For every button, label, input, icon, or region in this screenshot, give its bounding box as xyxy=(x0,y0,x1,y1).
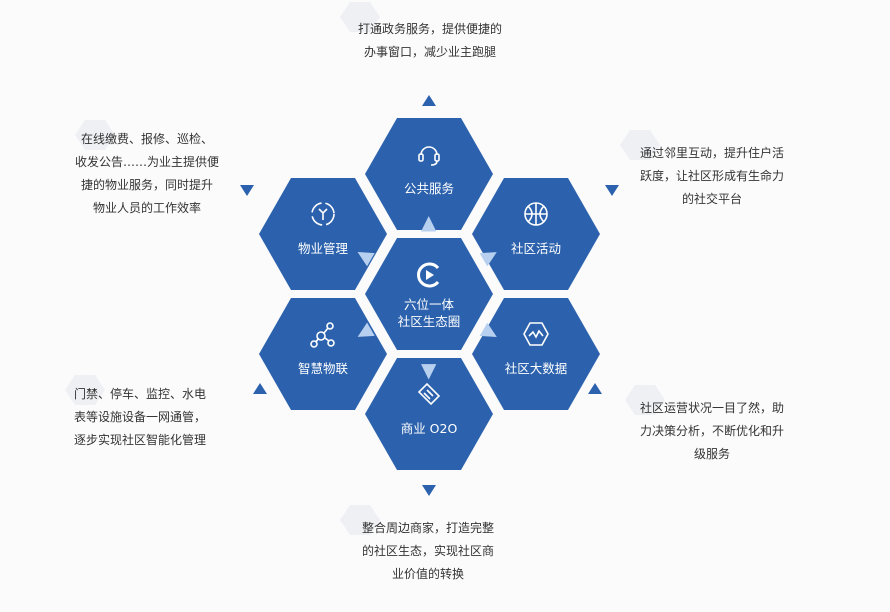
wrench-icon xyxy=(259,200,387,230)
desc-line: 整合周边商家，打造完整 xyxy=(361,521,494,535)
pointer-triangle-icon xyxy=(253,383,267,394)
desc-line: 逐步实现社区智能化管理 xyxy=(73,433,206,447)
pointer-triangle-icon xyxy=(422,95,436,106)
headset-icon xyxy=(365,140,493,170)
description-bottom: 整合周边商家，打造完整 的社区生态，实现社区商 业价值的转换 xyxy=(343,517,513,586)
decor-hex xyxy=(625,385,665,415)
desc-line: 通过邻里互动，提升住户活 xyxy=(639,146,784,160)
desc-line: 物业人员的工作效率 xyxy=(92,201,201,215)
description-upper-left: 在线缴费、报修、巡检、 收发公告……为业主提供便 捷的物业服务，同时提升 物业人… xyxy=(62,128,232,220)
chart-hex-icon xyxy=(472,320,600,350)
desc-line: 门禁、停车、监控、水电 xyxy=(73,387,206,401)
desc-line: 办事窗口，减少业主跑腿 xyxy=(363,45,496,59)
desc-line: 表等设施设备一网通管， xyxy=(73,410,206,424)
hex-label: 智慧物联 xyxy=(297,361,348,376)
pointer-triangle-icon xyxy=(422,485,436,496)
center-title-line1: 六位一体 xyxy=(403,297,454,312)
arrow-down-icon: ▼ xyxy=(421,358,437,382)
desc-line: 收发公告……为业主提供便 xyxy=(74,155,219,169)
decor-hex xyxy=(620,130,660,160)
description-top: 打通政务服务，提供便捷的 办事窗口，减少业主跑腿 xyxy=(320,18,540,64)
desc-line: 力决策分析，不断优化和升 xyxy=(639,424,784,438)
pointer-triangle-icon xyxy=(605,185,619,196)
desc-line: 的社区生态，实现社区商 xyxy=(361,544,494,558)
network-icon xyxy=(259,320,387,350)
desc-line: 打通政务服务，提供便捷的 xyxy=(357,22,502,36)
play-logo-icon xyxy=(365,260,493,290)
hex-commerce-o2o: 商业 O2O xyxy=(365,358,493,470)
desc-line: 在线缴费、报修、巡检、 xyxy=(80,132,213,146)
hex-community-activity: 社区活动 xyxy=(472,178,600,290)
basketball-icon xyxy=(472,200,600,230)
arrow-up-icon: ▲ xyxy=(421,210,437,234)
desc-line: 业价值的转换 xyxy=(391,567,464,581)
desc-line: 捷的物业服务，同时提升 xyxy=(80,178,213,192)
center-title-line2: 社区生态圈 xyxy=(397,314,461,329)
hex-property-management: 物业管理 xyxy=(259,178,387,290)
description-lower-right: 社区运营状况一目了然，助 力决策分析，不断优化和升 级服务 xyxy=(627,397,797,466)
hex-big-data: 社区大数据 xyxy=(472,298,600,410)
pointer-triangle-icon xyxy=(588,383,602,394)
description-lower-left: 门禁、停车、监控、水电 表等设施设备一网通管， 逐步实现社区智能化管理 xyxy=(55,383,225,452)
hex-label: 物业管理 xyxy=(297,241,348,256)
hex-public-service: 公共服务 xyxy=(365,118,493,230)
description-upper-right: 通过邻里互动，提升住户活 跃度，让社区形成有生命力 的社交平台 xyxy=(627,142,797,211)
hex-smart-iot: 智慧物联 xyxy=(259,298,387,410)
hex-label: 社区活动 xyxy=(510,241,561,256)
desc-line: 跃度，让社区形成有生命力 xyxy=(639,169,784,183)
hex-center: 六位一体社区生态圈 xyxy=(365,238,493,350)
handshake-icon xyxy=(365,380,493,410)
desc-line: 级服务 xyxy=(693,447,730,461)
hex-label: 公共服务 xyxy=(403,181,454,196)
desc-line: 的社交平台 xyxy=(681,192,742,206)
pointer-triangle-icon xyxy=(240,185,254,196)
hex-label: 社区大数据 xyxy=(504,361,568,376)
desc-line: 社区运营状况一目了然，助 xyxy=(639,401,784,415)
hex-label: 商业 O2O xyxy=(400,421,458,436)
